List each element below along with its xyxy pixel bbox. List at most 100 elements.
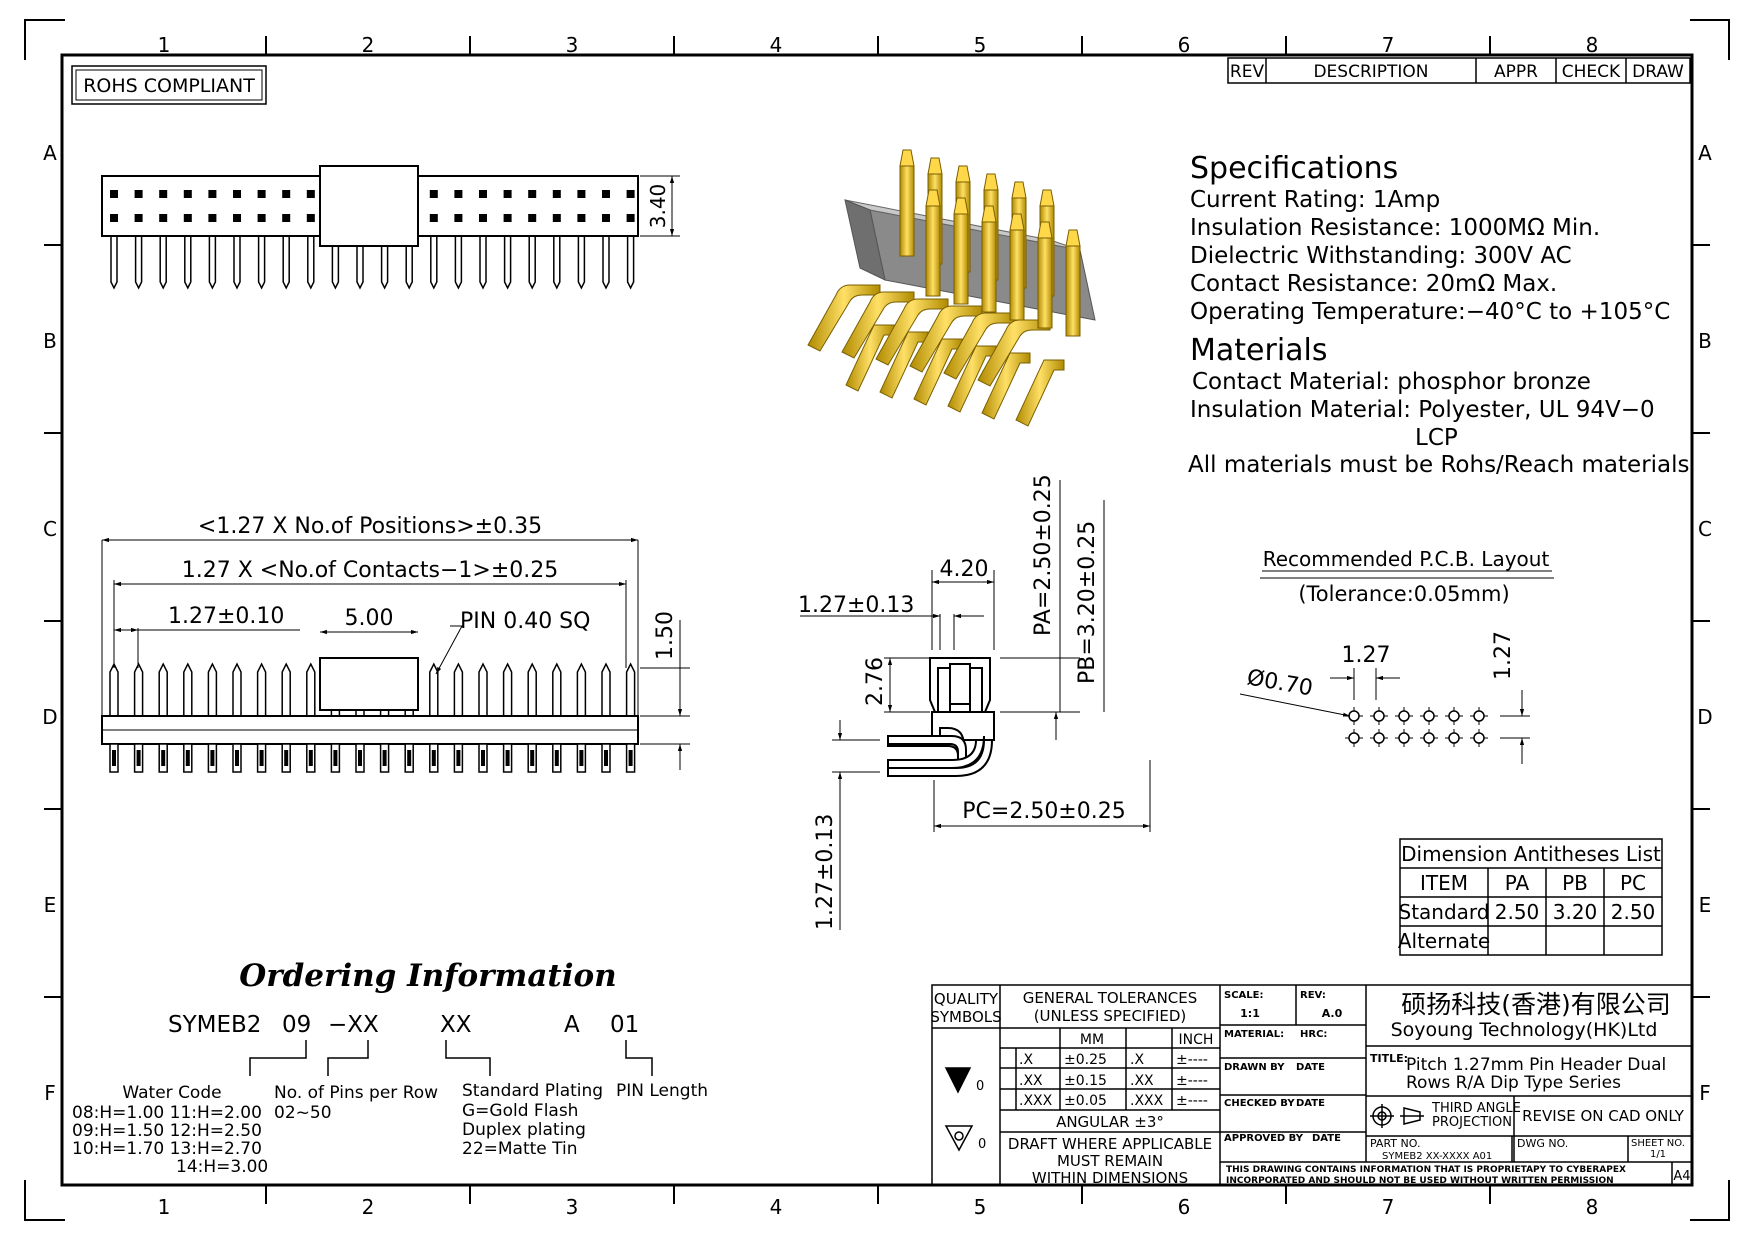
col-label-bottom: 8 xyxy=(1586,1195,1599,1219)
pins-title: No. of Pins per Row xyxy=(274,1083,438,1103)
dwg-no-label: DWG NO. xyxy=(1517,1137,1568,1150)
front-pin-mark xyxy=(382,750,387,766)
top-pin-tail xyxy=(553,235,561,290)
part-code: A xyxy=(564,1012,580,1038)
top-pin-pad xyxy=(577,214,586,222)
render-pin-tip xyxy=(927,157,943,175)
rev-label: REV: xyxy=(1300,990,1326,1001)
top-pin-pad xyxy=(626,190,635,198)
col-label-bottom: 3 xyxy=(566,1195,579,1219)
dim-pitch: 1.27±0.10 xyxy=(168,604,284,629)
front-pin-mark xyxy=(161,750,166,766)
row-label-right: B xyxy=(1698,329,1712,353)
sheet-size: A4 xyxy=(1673,1169,1690,1184)
row-label-right: E xyxy=(1699,893,1712,917)
quality-label: QUALITY xyxy=(934,990,999,1008)
pcb-hole xyxy=(1473,710,1485,722)
rev-value: A.0 xyxy=(1322,1007,1343,1020)
front-pin-mark xyxy=(308,750,313,766)
dim-housing: 5.00 xyxy=(345,606,394,631)
specifications-block: Specifications Current Rating: 1Amp Insu… xyxy=(1188,151,1690,478)
render-pin-tail xyxy=(875,298,949,366)
front-pin xyxy=(207,662,218,717)
front-pin xyxy=(133,662,144,717)
render-pin-post xyxy=(1065,245,1081,337)
top-pin-pad xyxy=(134,214,143,222)
svg-text:ROHS COMPLIANT: ROHS COMPLIANT xyxy=(83,75,255,97)
row-label-left: E xyxy=(44,893,57,917)
render-pin-tip xyxy=(983,173,999,191)
top-pin-tail xyxy=(208,235,217,290)
title-block: QUALITY SYMBOLS 0 0 GENERAL TOLERANCES (… xyxy=(930,984,1693,1187)
side-dim-pb: PB=3.20±0.25 xyxy=(1075,521,1100,684)
connector-render xyxy=(807,149,1096,427)
antitheses-cell: Alternate xyxy=(1398,929,1490,953)
front-pin-mark xyxy=(136,750,141,766)
tol-inch-header: INCH xyxy=(1179,1032,1214,1048)
tol-cell: .XX xyxy=(1130,1073,1154,1089)
scale-value: 1:1 xyxy=(1240,1007,1260,1020)
tol-cell: ±---- xyxy=(1176,1093,1208,1109)
antitheses-title: Dimension Antitheses List xyxy=(1401,842,1661,866)
front-pin-mark xyxy=(407,750,412,766)
top-pin-pad xyxy=(233,190,241,198)
top-pin-pad xyxy=(183,214,192,222)
side-view: 1.27±0.13 4.20 PA=2.50±0.25 PB=3.20±0.25… xyxy=(798,474,1151,930)
top-pin-pad xyxy=(528,214,537,222)
quality-symbol-0: 0 xyxy=(976,1079,984,1094)
top-pin-tail xyxy=(233,235,241,290)
front-pin xyxy=(502,662,513,717)
front-pin xyxy=(429,662,439,717)
render-pin-tip xyxy=(981,205,997,223)
part-code: XX xyxy=(440,1012,472,1038)
pcb-hole xyxy=(1398,732,1410,744)
render-pin-post xyxy=(899,165,915,257)
front-pin-mark xyxy=(259,750,264,766)
top-pin-tail xyxy=(577,235,586,290)
plating-option: G=Gold Flash xyxy=(462,1101,578,1121)
general-tolerances: GENERAL TOLERANCES xyxy=(1023,989,1198,1007)
revise-note: REVISE ON CAD ONLY xyxy=(1522,1107,1685,1125)
water-code: 09:H=1.50 12:H=2.50 xyxy=(72,1121,262,1141)
top-pin-pad xyxy=(552,214,561,222)
front-pin xyxy=(232,662,242,717)
render-pin-post xyxy=(953,213,969,305)
top-pin-pad xyxy=(429,214,438,222)
dim-positions: <1.27 X No.of Positions>±0.35 xyxy=(198,514,542,539)
plating-title: Standard Plating xyxy=(462,1081,603,1101)
top-pin-pad xyxy=(503,214,512,222)
top-pin-tail xyxy=(159,235,167,290)
render-pin-tail xyxy=(977,319,1051,387)
render-pin-post xyxy=(925,205,941,297)
render-pin-tip xyxy=(1039,189,1055,207)
top-view: 3.40 xyxy=(101,165,680,290)
top-pin-pad xyxy=(602,214,610,222)
dim-height: 1.50 xyxy=(653,611,678,660)
front-pin xyxy=(527,662,537,717)
pcb-hole: Ø0.70 xyxy=(1245,665,1315,701)
approved-by: APPROVED BY xyxy=(1224,1133,1304,1144)
render-pin-tip xyxy=(899,149,915,167)
front-pin-mark xyxy=(604,750,608,766)
ordering-title: Ordering Information xyxy=(239,958,616,994)
row-label-right: D xyxy=(1697,705,1712,729)
front-pin-mark xyxy=(235,750,239,766)
col-label-top: 3 xyxy=(566,33,579,57)
top-pin-pad xyxy=(528,190,537,198)
front-pin-mark xyxy=(185,750,190,766)
drawing-title: Rows R/A Dip Type Series xyxy=(1406,1073,1621,1093)
top-pin-pad xyxy=(454,190,463,198)
col-label-bottom: 1 xyxy=(158,1195,171,1219)
part-code: 01 xyxy=(610,1012,639,1038)
top-pin-tail xyxy=(626,235,635,290)
pcb-hole xyxy=(1448,732,1460,744)
antitheses-header: PC xyxy=(1620,871,1646,895)
antitheses-header: ITEM xyxy=(1420,871,1468,895)
top-pin-tail xyxy=(528,235,536,290)
material-label: MATERIAL: xyxy=(1224,1029,1284,1040)
front-pin-mark xyxy=(579,750,584,766)
front-pin-mark xyxy=(333,750,338,766)
col-label-top: 2 xyxy=(362,33,375,57)
side-dim-body: 2.76 xyxy=(863,657,888,706)
symbols-label: SYMBOLS xyxy=(930,1008,1001,1026)
